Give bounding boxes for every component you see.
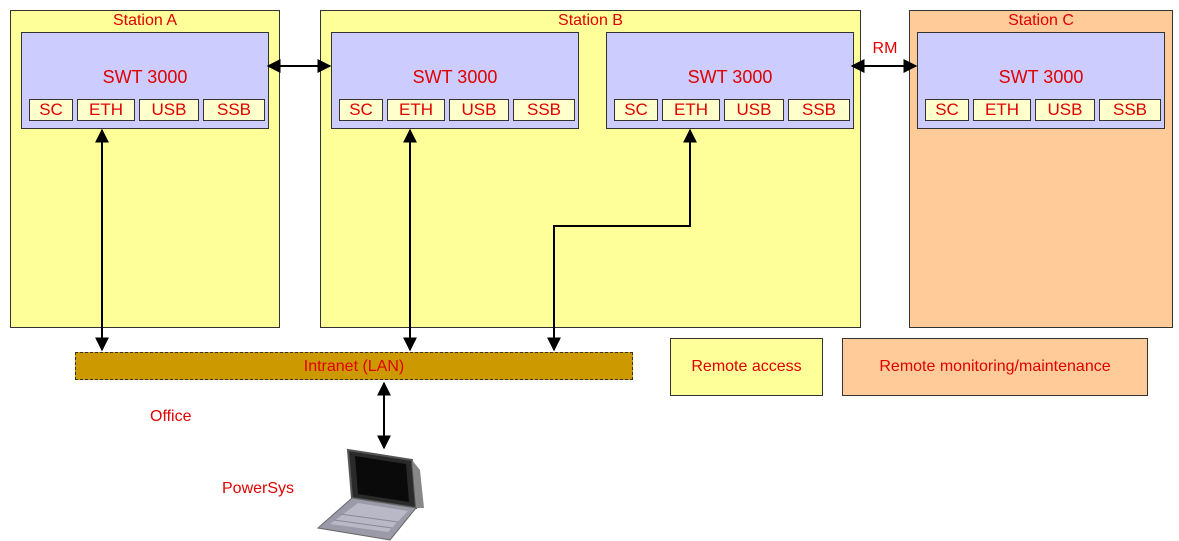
swt-device-b1: SWT 3000 SC ETH USB SSB [331, 32, 579, 129]
device-title: SWT 3000 [687, 67, 773, 87]
device-title: SWT 3000 [412, 67, 498, 87]
port-ssb: SSB [788, 99, 850, 121]
port-eth: ETH [973, 99, 1031, 121]
station-c: Station C SWT 3000 SC ETH USB SSB [909, 10, 1173, 328]
link-b2-lan [547, 128, 697, 352]
port-usb: USB [724, 99, 784, 121]
port-usb: USB [449, 99, 509, 121]
port-eth: ETH [387, 99, 445, 121]
port-usb: USB [139, 99, 199, 121]
port-sc: SC [29, 99, 73, 121]
laptop-icon [316, 448, 424, 541]
port-sc: SC [339, 99, 383, 121]
station-c-title: Station C [1008, 12, 1074, 29]
port-sc: SC [614, 99, 658, 121]
port-ssb: SSB [513, 99, 575, 121]
lan-label: Intranet (LAN) [303, 358, 405, 375]
swt-device-c: SWT 3000 SC ETH USB SSB [917, 32, 1165, 129]
rm-label: RM [872, 40, 898, 57]
station-a: Station A SWT 3000 SC ETH USB SSB [10, 10, 280, 328]
intranet-lan-bar: Intranet (LAN) [75, 352, 633, 380]
swt-device-b2: SWT 3000 SC ETH USB SSB [606, 32, 854, 129]
port-eth: ETH [77, 99, 135, 121]
port-ssb: SSB [203, 99, 265, 121]
device-title: SWT 3000 [102, 67, 188, 87]
port-usb: USB [1035, 99, 1095, 121]
swt-device-a: SWT 3000 SC ETH USB SSB [21, 32, 269, 129]
port-ssb: SSB [1099, 99, 1161, 121]
powersys-label: PowerSys [222, 480, 295, 497]
legend-remote-monitoring: Remote monitoring/maintenance [842, 338, 1148, 396]
port-sc: SC [925, 99, 969, 121]
office-label: Office [150, 408, 192, 425]
station-b-title: Station B [558, 12, 623, 29]
station-a-title: Station A [112, 12, 178, 29]
device-title: SWT 3000 [998, 67, 1084, 87]
port-eth: ETH [662, 99, 720, 121]
